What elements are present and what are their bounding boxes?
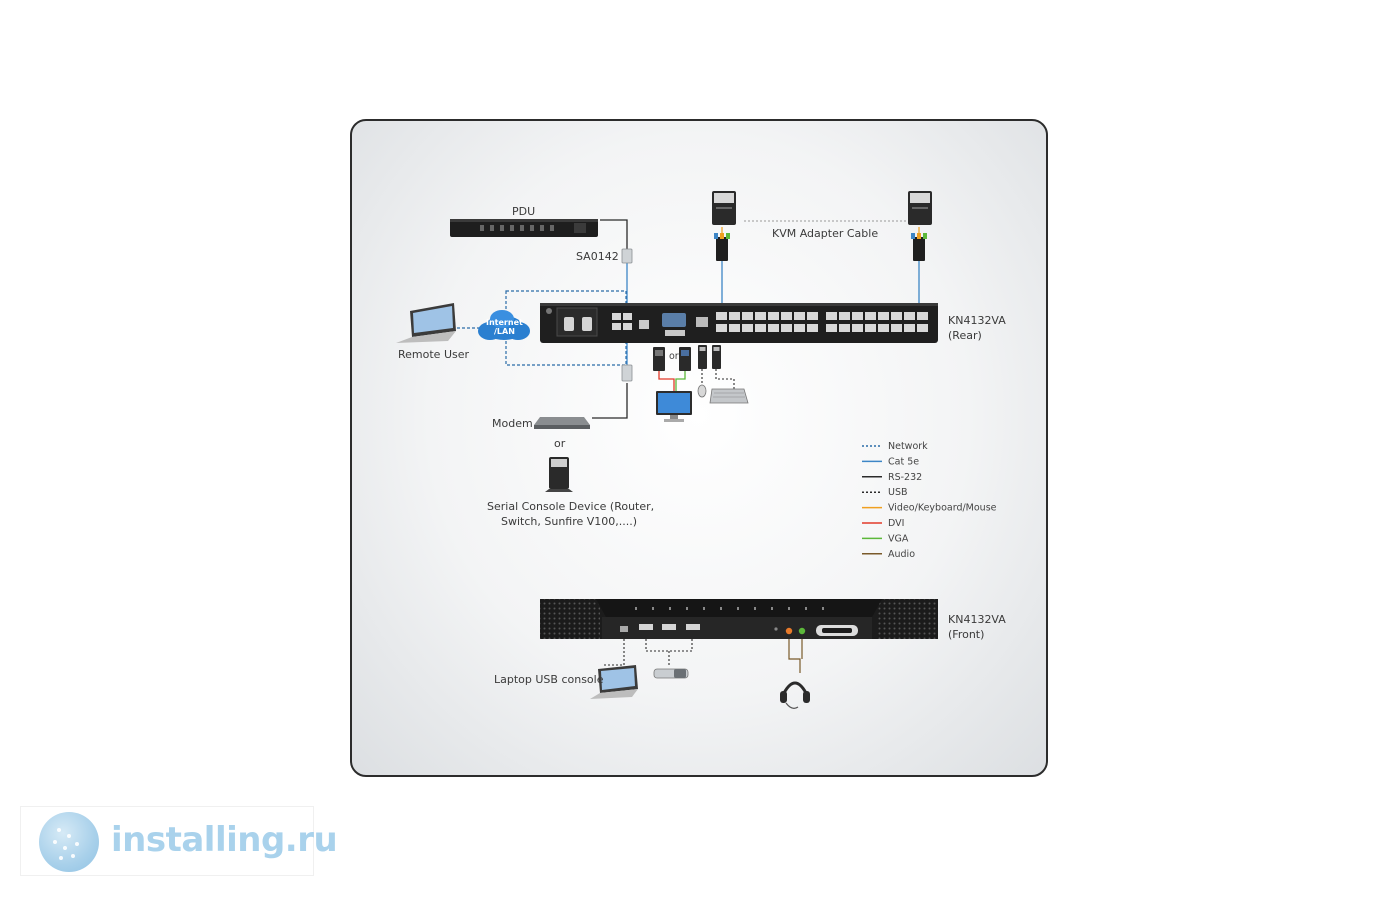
front-model-label: KN4132VA bbox=[948, 613, 1006, 626]
sa0142-label: SA0142 bbox=[576, 250, 619, 263]
cloud-label-line1: Internet bbox=[486, 318, 523, 327]
legend-label: DVI bbox=[888, 518, 904, 529]
modem-icon bbox=[534, 417, 590, 429]
dvi-cable bbox=[658, 371, 675, 391]
usb-stick-icon bbox=[653, 668, 689, 679]
serial-device-label-line2: Switch, Sunfire V100,....) bbox=[501, 515, 637, 528]
legend-label: Video/Keyboard/Mouse bbox=[888, 503, 997, 514]
watermark-logo-icon bbox=[39, 812, 99, 872]
vga-connector-icon bbox=[679, 347, 691, 371]
rear-model-label: KN4132VA bbox=[948, 314, 1006, 327]
kvm-adapter-cable-label: KVM Adapter Cable bbox=[772, 227, 878, 240]
legend-label: Network bbox=[888, 441, 928, 452]
diagram-card: PDU SA0142 KVM Adapter Cable Remote User… bbox=[350, 119, 1048, 777]
serial-console-device-icon bbox=[545, 457, 573, 492]
usb-connector-2-icon bbox=[712, 345, 721, 369]
rear-ports-bank-2 bbox=[826, 312, 928, 332]
remote-user-label: Remote User bbox=[398, 348, 469, 361]
modem-rs232-cable bbox=[592, 383, 628, 419]
device-or-label: or bbox=[554, 437, 566, 450]
server-1-icon bbox=[712, 191, 736, 225]
headset-icon bbox=[780, 681, 810, 709]
mouse-icon bbox=[697, 384, 707, 398]
sa0142-top-adapter bbox=[621, 248, 633, 264]
laptop-remote-icon bbox=[396, 303, 456, 343]
watermark-text: installing.ru bbox=[111, 820, 338, 860]
laptop-console-label: Laptop USB console bbox=[494, 673, 604, 686]
front-usb-laptop-cable bbox=[604, 639, 625, 666]
laptop-console-icon bbox=[590, 665, 638, 699]
pdu-label: PDU bbox=[512, 205, 535, 218]
legend-label: RS-232 bbox=[888, 472, 922, 483]
legend-label: Cat 5e bbox=[888, 456, 919, 467]
usb-keyboard-cable bbox=[715, 369, 735, 389]
cloud-label-line2: /LAN bbox=[494, 327, 515, 336]
monitor-icon bbox=[656, 391, 692, 422]
kvm-adapter-2-icon bbox=[911, 233, 927, 261]
rear-ports-bank-1 bbox=[716, 312, 818, 332]
kvm-connection-diagram: PDU SA0142 KVM Adapter Cable Remote User… bbox=[396, 191, 1006, 709]
legend-label: Audio bbox=[888, 549, 915, 560]
kn4132va-front-unit bbox=[540, 599, 938, 639]
front-usb-bridge bbox=[645, 639, 693, 652]
watermark: installing.ru bbox=[20, 806, 338, 876]
keyboard-icon bbox=[709, 388, 749, 404]
dvi-connector-icon bbox=[653, 347, 665, 371]
sa0142-bottom-adapter bbox=[621, 364, 633, 382]
audio-mic-cable bbox=[788, 635, 801, 673]
kvm-adapter-1-icon bbox=[714, 233, 730, 261]
serial-device-label-line1: Serial Console Device (Router, bbox=[487, 500, 654, 513]
modem-label: Modem bbox=[492, 417, 533, 430]
rear-view-label: (Rear) bbox=[948, 329, 982, 342]
pdu-device bbox=[450, 219, 598, 237]
legend-label: USB bbox=[888, 487, 908, 498]
cloud-icon bbox=[478, 310, 530, 340]
legend-label: VGA bbox=[888, 533, 909, 544]
vga-cable bbox=[675, 371, 686, 391]
kn4132va-rear-unit bbox=[540, 303, 938, 343]
pdu-rs232-cable bbox=[600, 219, 628, 251]
usb-connector-1-icon bbox=[698, 345, 707, 369]
server-2-icon bbox=[908, 191, 932, 225]
front-view-label: (Front) bbox=[948, 628, 984, 641]
connector-or-label: or bbox=[669, 351, 679, 362]
